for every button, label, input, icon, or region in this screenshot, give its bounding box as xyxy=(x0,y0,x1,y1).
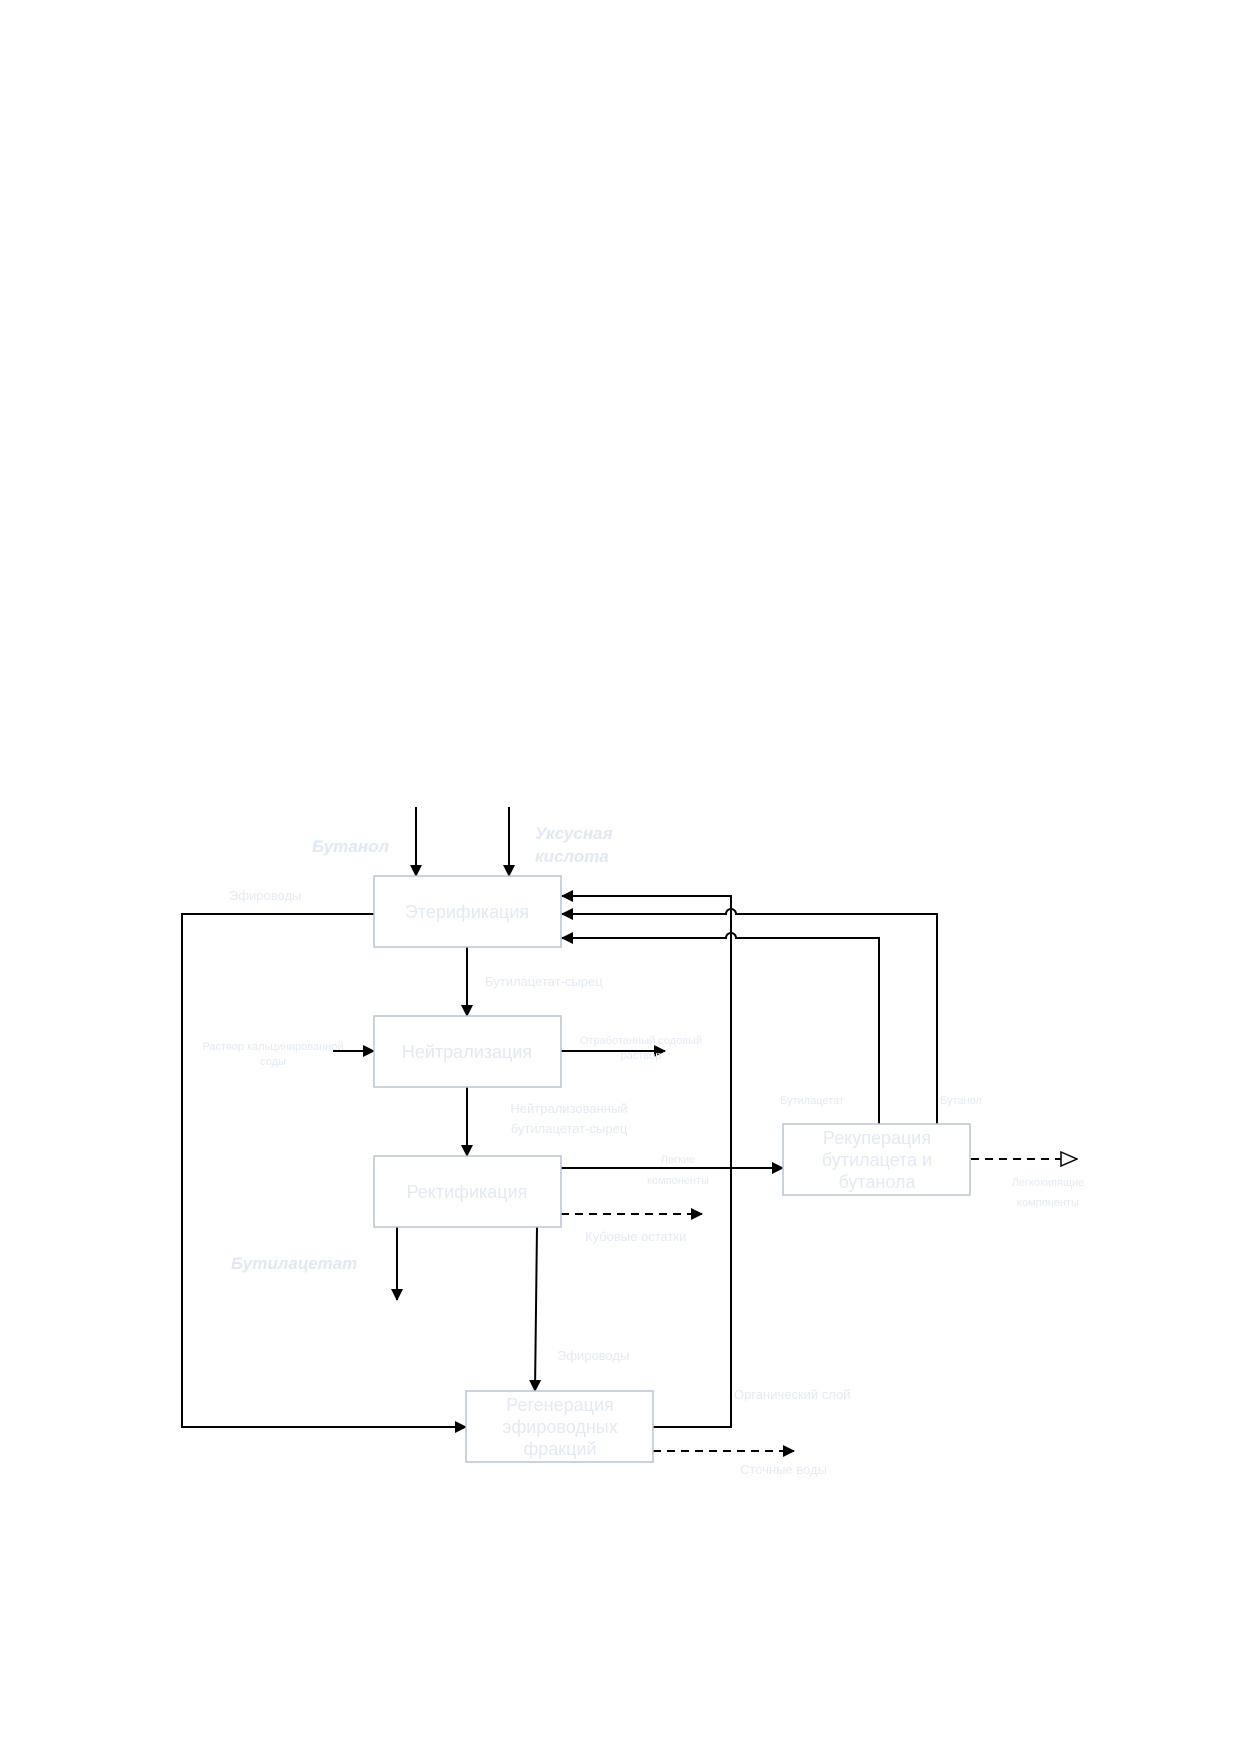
label-ether-water-2: Эфироводы xyxy=(557,1348,629,1363)
label-neutralized-line-2: бутилацетат-сырец xyxy=(511,1121,628,1136)
label-waste-water: Сточные воды xyxy=(740,1462,827,1477)
box-rectification-label: Ректификация xyxy=(407,1182,528,1202)
label-soda-solution-line-1: Раствор кальцинированной xyxy=(202,1041,343,1053)
box-rectification: Ректификация xyxy=(373,1155,562,1228)
label-butyl-acetate-raw: Бутилацетат-сырец xyxy=(485,974,603,989)
label-spent-soda-line-2: раствор xyxy=(621,1050,662,1062)
butanol-return xyxy=(561,908,938,1127)
box-recovery-line-1: Рекуперация xyxy=(823,1128,931,1148)
box-esterification: Этерификация xyxy=(373,875,562,948)
label-acetic-acid-line-1: Уксусная xyxy=(535,824,613,843)
label-light-out-line-2: компоненты xyxy=(1017,1197,1079,1209)
ether-water-loop xyxy=(181,913,467,1433)
label-ether-water: Эфироводы xyxy=(229,888,301,903)
label-light-out-line-1: Легкокипящие xyxy=(1012,1177,1085,1189)
box-recovery-line-3: бутанола xyxy=(838,1172,916,1192)
label-light-components-line-1: Легкие xyxy=(661,1154,695,1166)
box-esterification-label: Этерификация xyxy=(405,902,529,922)
box-regeneration-line-1: Регенерация xyxy=(506,1395,614,1415)
butyl-acetate-return xyxy=(561,932,880,1127)
box-regeneration: Регенерация эфироводных фракций xyxy=(465,1390,654,1463)
box-neutralization-label: Нейтрализация xyxy=(402,1042,532,1062)
label-neutralized-line-1: Нейтрализованный xyxy=(510,1101,627,1116)
label-spent-soda-line-1: Отработанный содовый xyxy=(580,1035,702,1047)
label-butyl-acetate-product: Бутилацетат xyxy=(231,1254,357,1273)
ether-water-arrow xyxy=(529,1226,542,1392)
box-regeneration-line-2: эфироводных xyxy=(502,1417,617,1437)
label-butanol-input: Бутанол xyxy=(312,837,389,856)
organic-layer-return xyxy=(561,890,732,1428)
label-organic-layer: Органический слой xyxy=(734,1387,851,1402)
label-light-components-line-2: компоненты xyxy=(647,1175,709,1187)
label-butanol-return: Бутанол xyxy=(940,1095,982,1107)
label-soda-solution-line-2: соды xyxy=(260,1056,286,1068)
box-regeneration-line-3: фракций xyxy=(523,1439,596,1459)
label-acetic-acid-line-2: кислота xyxy=(535,847,609,866)
box-recovery: Рекуперация бутилацета и бутанола xyxy=(782,1123,971,1196)
box-recovery-line-2: бутилацета и xyxy=(822,1150,932,1170)
box-neutralization: Нейтрализация xyxy=(373,1015,562,1088)
label-still-residue: Кубовые остатки xyxy=(585,1229,686,1244)
label-butyl-acetate-return: Бутилацетат xyxy=(780,1095,844,1107)
